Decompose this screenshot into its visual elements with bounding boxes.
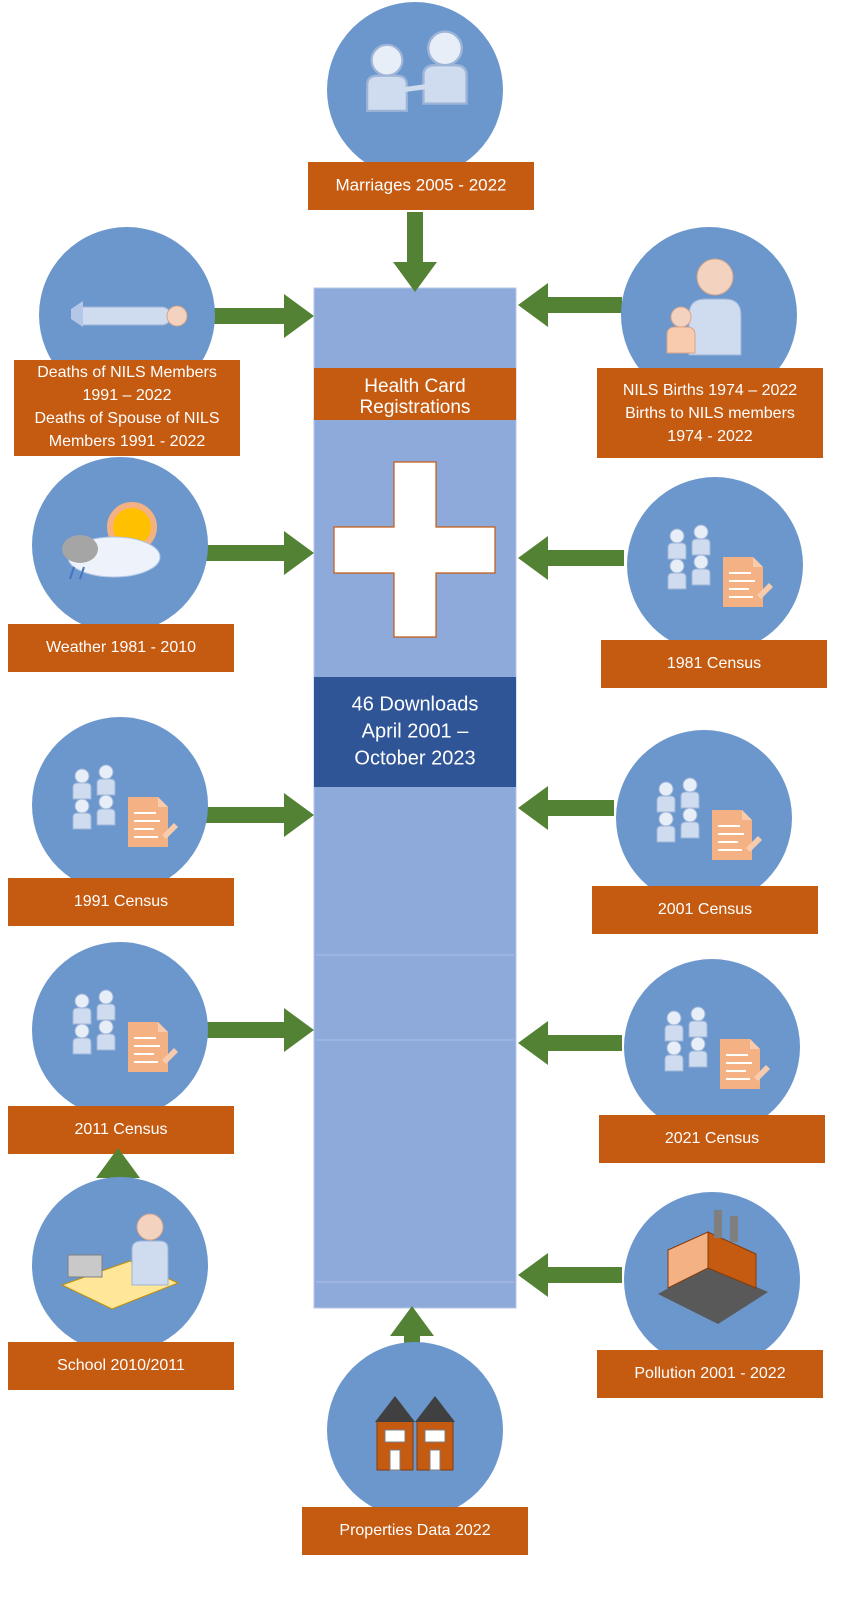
source-census-2011: 2011 Census xyxy=(8,942,314,1154)
downloads-line: April 2001 – xyxy=(362,720,470,742)
source-label-box xyxy=(14,360,240,456)
source-label-line: Weather 1981 - 2010 xyxy=(46,639,196,656)
source-pollution: Pollution 2001 - 2022 xyxy=(518,1192,823,1398)
weather-icon xyxy=(62,502,161,580)
connector-arrow xyxy=(393,212,437,292)
source-label-box xyxy=(599,1115,825,1163)
source-circle xyxy=(327,1342,503,1518)
source-label-line: 1991 Census xyxy=(74,893,168,910)
source-label-box xyxy=(308,162,534,210)
source-census-2001: 2001 Census xyxy=(518,730,818,934)
source-label-line: Pollution 2001 - 2022 xyxy=(634,1365,785,1382)
source-circle xyxy=(32,942,208,1118)
source-label-line: School 2010/2011 xyxy=(57,1357,185,1374)
health-card-header-line: Registrations xyxy=(360,397,471,418)
handshake-icon xyxy=(366,30,468,112)
connector-arrow xyxy=(214,294,314,338)
houses-icon xyxy=(375,1396,455,1471)
source-label-line: Deaths of Spouse of NILS xyxy=(35,410,220,427)
deceased-person-icon xyxy=(71,301,188,327)
source-label-line: Properties Data 2022 xyxy=(339,1522,490,1539)
source-label-box xyxy=(601,640,827,688)
source-deaths: Deaths of NILS Members 1991 – 2022Deaths … xyxy=(14,227,314,456)
factory-icon xyxy=(658,1210,768,1324)
connector-arrow xyxy=(518,1253,622,1297)
health-card-header-line: Health Card xyxy=(364,376,465,397)
source-label-line: 2001 Census xyxy=(658,901,752,918)
connector-arrow xyxy=(518,283,622,327)
medical-cross-icon xyxy=(333,461,496,638)
source-census-1981: 1981 Census xyxy=(518,477,827,688)
downloads-line: October 2023 xyxy=(354,747,475,769)
source-label-box xyxy=(8,878,234,926)
school-desk-icon xyxy=(60,1213,180,1310)
downloads-line: 46 Downloads xyxy=(352,693,479,715)
source-label-line: Members 1991 - 2022 xyxy=(49,433,206,450)
source-label-line: 2021 Census xyxy=(665,1130,759,1147)
connector-arrow xyxy=(206,793,314,837)
source-label-line: Births to NILS members xyxy=(625,405,795,422)
source-label-box xyxy=(8,624,234,672)
source-census-1991: 1991 Census xyxy=(8,717,314,926)
source-label-box xyxy=(597,368,823,458)
source-circle xyxy=(616,730,792,906)
health-card-header-box xyxy=(314,368,516,420)
source-census-2021: 2021 Census xyxy=(518,959,825,1163)
source-properties: Properties Data 2022 xyxy=(302,1306,528,1555)
source-weather: Weather 1981 - 2010 xyxy=(8,457,314,672)
connector-arrow xyxy=(390,1306,434,1350)
source-label-box xyxy=(597,1350,823,1398)
source-label-box xyxy=(592,886,818,934)
parent-child-icon xyxy=(666,258,742,356)
source-label-line: NILS Births 1974 – 2022 xyxy=(623,382,797,399)
connector-arrow xyxy=(518,536,624,580)
source-label-line: 1974 - 2022 xyxy=(667,428,753,445)
source-label-line: 2011 Census xyxy=(74,1121,167,1138)
connector-arrow xyxy=(206,531,314,575)
source-label-line: Deaths of NILS Members xyxy=(37,364,217,381)
source-label-box xyxy=(302,1507,528,1555)
health-card-column xyxy=(313,287,517,1309)
source-circle xyxy=(624,959,800,1135)
source-label-line: 1981 Census xyxy=(667,655,761,672)
source-label-box xyxy=(8,1106,234,1154)
source-circle xyxy=(627,477,803,653)
source-marriages: Marriages 2005 - 2022 xyxy=(308,2,534,292)
connector-arrow xyxy=(206,1008,314,1052)
source-label-line: 1991 – 2022 xyxy=(83,387,172,404)
central-column: Health Card Registrations 46 Downloads A… xyxy=(313,287,517,1309)
downloads-box xyxy=(314,677,516,787)
connector-arrow xyxy=(518,1021,622,1065)
source-label-box xyxy=(8,1342,234,1390)
source-school: School 2010/2011 xyxy=(8,1148,234,1390)
connector-arrow xyxy=(518,786,614,830)
source-label-line: Marriages 2005 - 2022 xyxy=(335,175,506,194)
source-circle xyxy=(32,717,208,893)
